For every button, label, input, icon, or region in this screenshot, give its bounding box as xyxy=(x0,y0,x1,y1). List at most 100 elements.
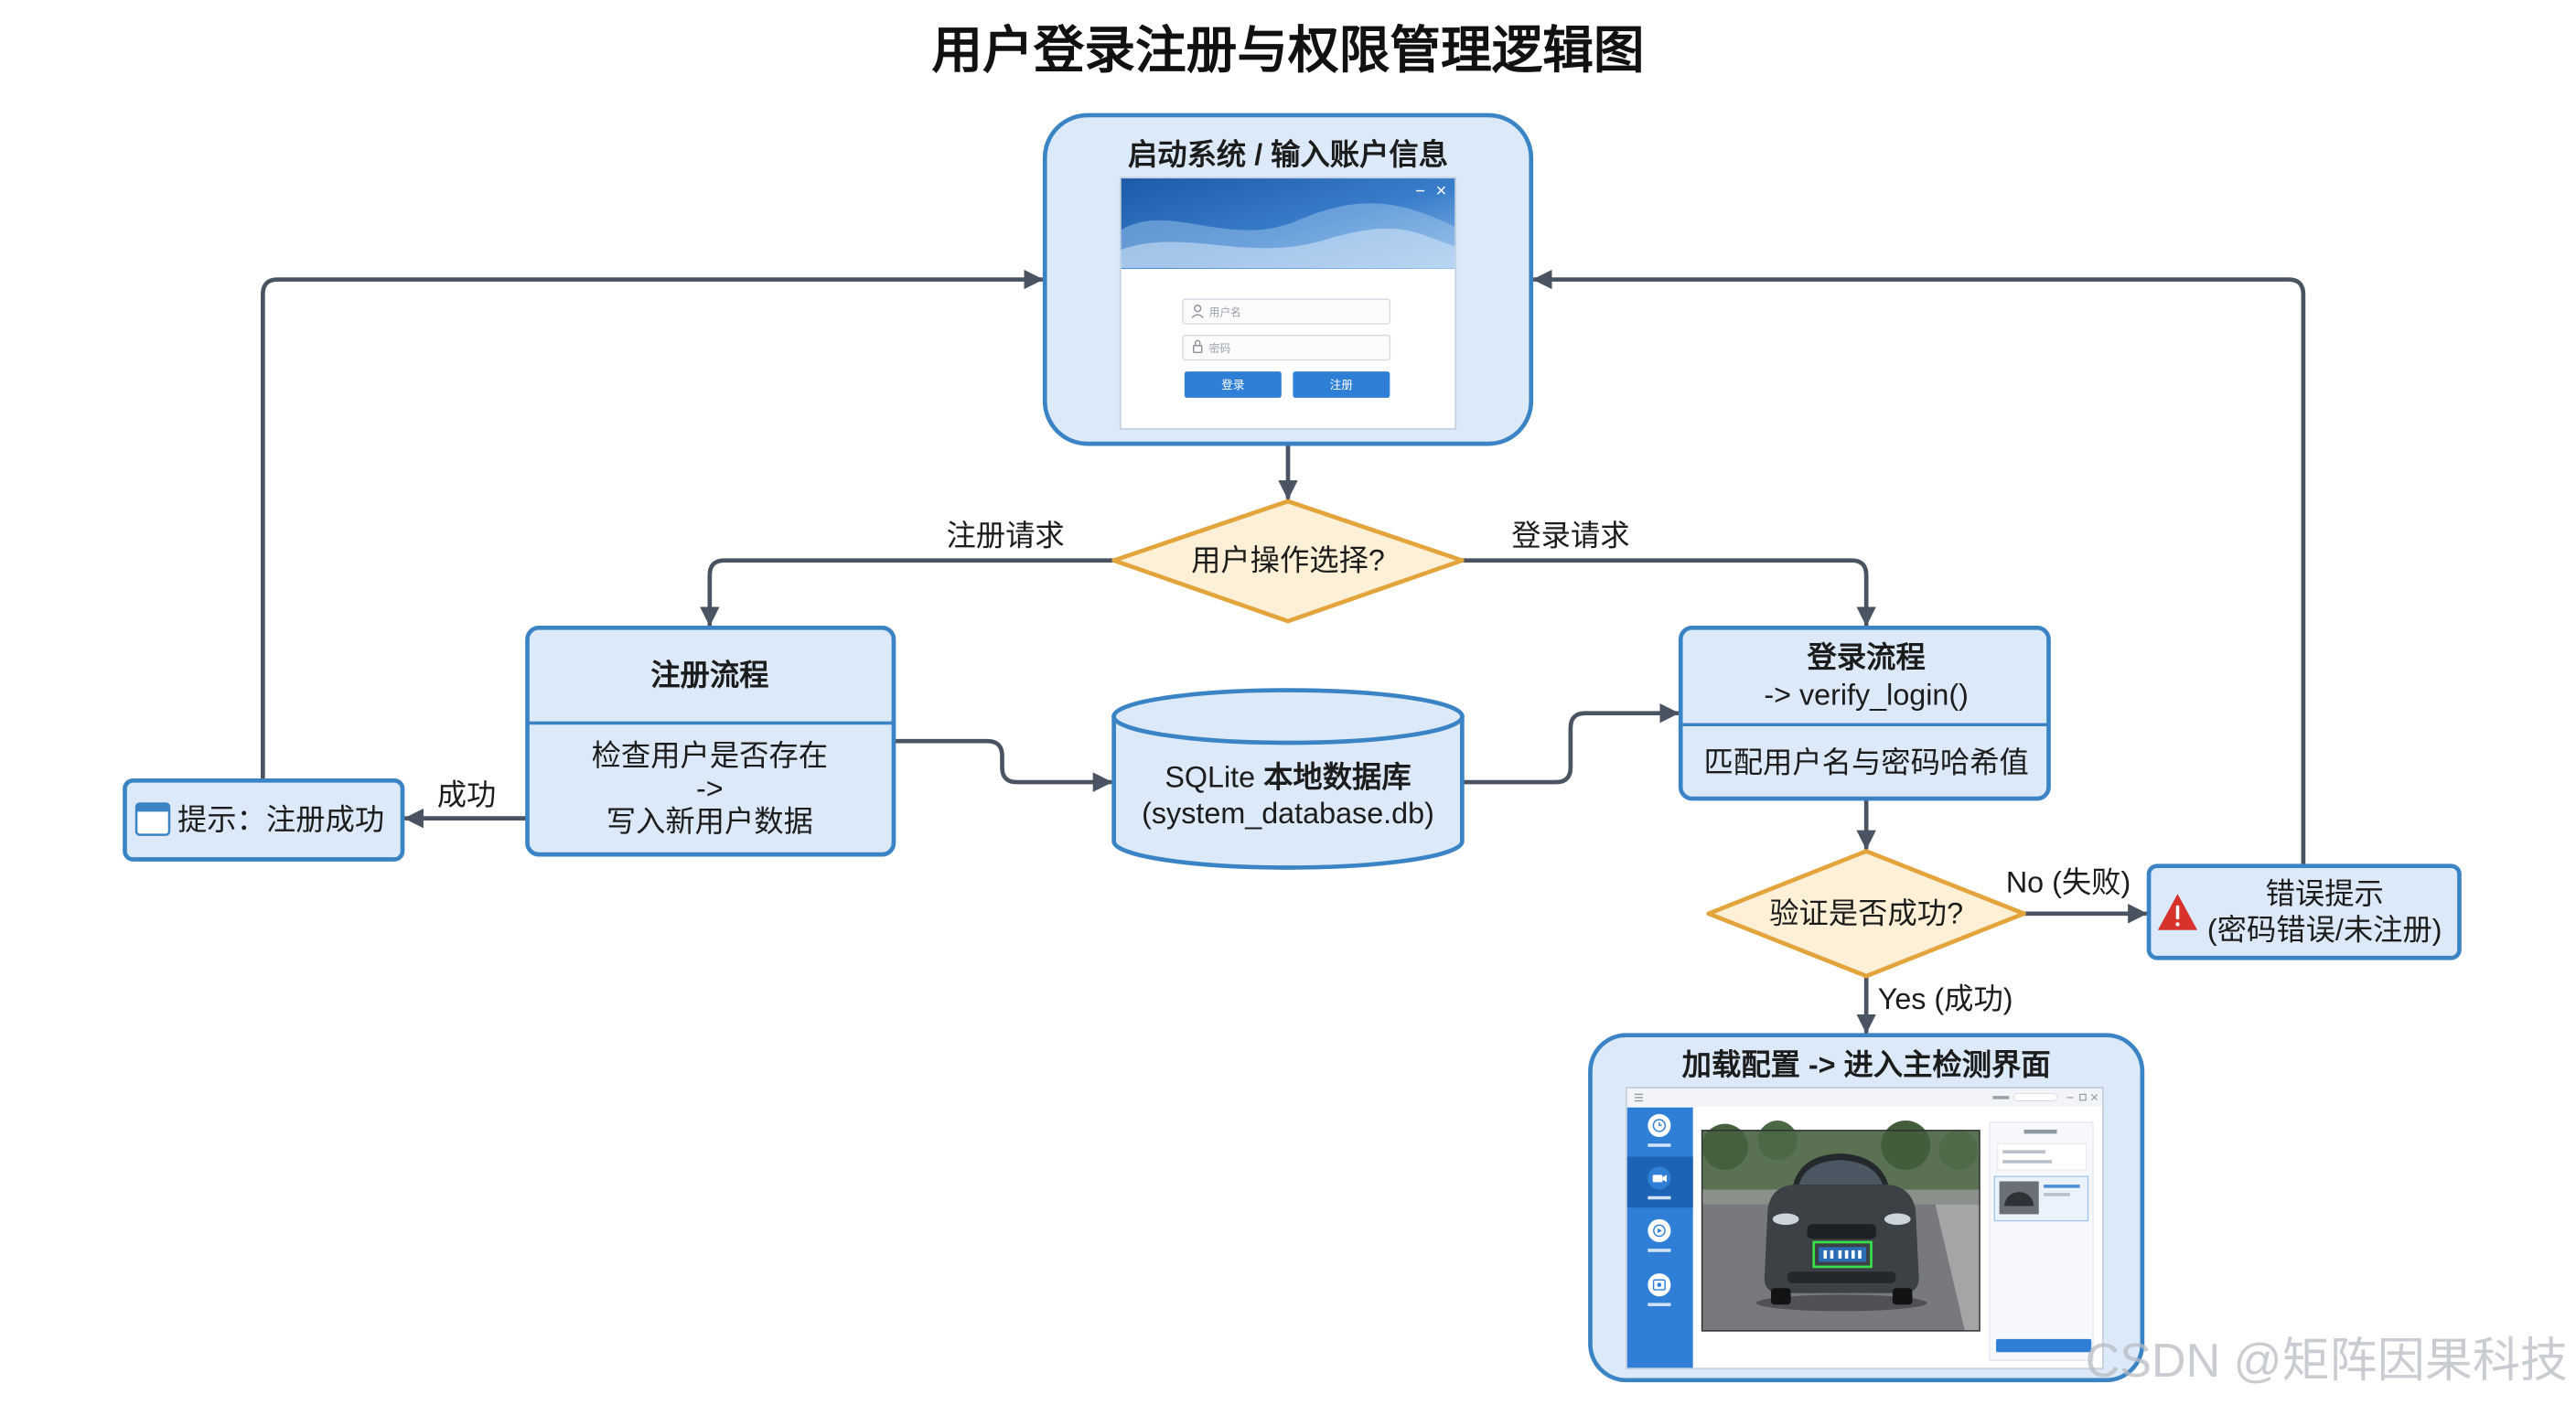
login-process-step: 匹配用户名与密码哈希值 xyxy=(1703,745,2028,778)
car-body xyxy=(1764,1185,1919,1293)
verify-decision-label: 验证是否成功? xyxy=(1769,897,1963,930)
register-process-frame xyxy=(525,625,896,857)
sidebar-item-label-4 xyxy=(1648,1303,1671,1306)
start-node: 启动系统 / 输入账户信息 用户名 密码 xyxy=(1042,113,1534,446)
edge-label-verify-passed: Yes (成功) xyxy=(1878,982,2013,1015)
diagram-title: 用户登录注册与权限管理逻辑图 xyxy=(931,22,1644,79)
results-info-card xyxy=(1997,1142,2088,1171)
tree-canopy-4 xyxy=(1938,1130,1979,1170)
photo-border xyxy=(1701,1130,1980,1332)
edge-choice-to-login xyxy=(1460,558,1876,627)
edge-label-verify-failed: No (失败) xyxy=(2006,865,2131,898)
results-panel xyxy=(1989,1121,2094,1361)
edge-register-to-database xyxy=(891,738,1113,792)
mockup-title-placeholder xyxy=(1992,1096,2010,1099)
register-button-label: 注册 xyxy=(1330,379,1354,391)
username-field xyxy=(1182,298,1391,325)
detection-ui-mockup xyxy=(1626,1087,2104,1370)
user-icon xyxy=(1191,305,1204,318)
register-tip-frame xyxy=(123,778,405,862)
register-tip-node: 提示：注册成功 xyxy=(123,778,405,862)
register-step-check: 检查用户是否存在 xyxy=(592,739,829,772)
car-grille xyxy=(1807,1224,1876,1239)
choice-decision-label: 用户操作选择? xyxy=(1191,543,1385,576)
edge-choice-to-register xyxy=(700,558,1116,627)
start-node-title: 启动系统 / 输入账户信息 xyxy=(1128,138,1448,171)
watermark: CSDN @矩阵因果科技 xyxy=(2086,1335,2568,1388)
sidebar-item-video-icon xyxy=(1648,1218,1671,1242)
login-process-frame xyxy=(1678,625,2051,801)
register-step-arrow: -> xyxy=(696,772,724,805)
edges xyxy=(261,269,2306,1035)
results-action-button xyxy=(1996,1338,2092,1353)
results-thumbnail-line-2 xyxy=(2044,1193,2070,1196)
login-window-mockup: 用户名 密码 登录 注册 xyxy=(1119,177,1457,430)
results-info-line-2 xyxy=(2002,1160,2053,1164)
photo-sidewalk xyxy=(1935,1204,1980,1331)
close-icon xyxy=(1436,186,1446,195)
choice-decision-node: 用户操作选择? xyxy=(1111,499,1465,624)
warning-icon xyxy=(2157,894,2198,930)
results-info-line-1 xyxy=(2002,1150,2045,1153)
mockup-close-icon xyxy=(2090,1093,2098,1101)
plate-detection-box xyxy=(1812,1240,1873,1269)
mockup-menu-icon xyxy=(1634,1093,1643,1102)
results-panel-heading xyxy=(2023,1129,2057,1134)
database-cylinder-body xyxy=(1111,713,1465,870)
password-field xyxy=(1182,334,1391,361)
tree-canopy-1 xyxy=(1701,1123,1748,1170)
vehicle-photo xyxy=(1701,1121,1980,1332)
error-node-frame xyxy=(2146,863,2462,960)
register-button xyxy=(1293,371,1390,398)
login-process-title: 登录流程 xyxy=(1807,640,1926,673)
edge-label-login-request: 登录请求 xyxy=(1511,519,1629,552)
error-detail: (密码错误/未注册) xyxy=(2207,914,2442,947)
database-engine: SQLite xyxy=(1165,760,1255,793)
mockup-maximize-icon xyxy=(2079,1093,2087,1101)
verify-decision-node: 验证是否成功? xyxy=(1706,849,2026,979)
edge-database-to-login xyxy=(1460,702,1680,785)
edge-label-register-success: 成功 xyxy=(437,778,497,811)
license-plate-characters xyxy=(1823,1249,1862,1259)
car-wheel-left xyxy=(1771,1288,1791,1305)
results-thumbnail-car xyxy=(2004,1192,2034,1207)
database-name: 本地数据库 xyxy=(1263,760,1411,793)
car-shadow xyxy=(1755,1294,1927,1312)
car-headlight-left xyxy=(1772,1213,1799,1226)
main-interface-title: 加载配置 -> 进入主检测界面 xyxy=(1682,1048,2051,1081)
car-windshield xyxy=(1798,1160,1884,1185)
sidebar-item-label-3 xyxy=(1648,1249,1671,1252)
register-process-title: 注册流程 xyxy=(650,659,768,692)
mockup-title-field xyxy=(2013,1092,2057,1101)
lock-icon xyxy=(1193,339,1203,354)
sidebar-item-label-2 xyxy=(1648,1196,1671,1200)
error-node: 错误提示 (密码错误/未注册) xyxy=(2146,863,2462,960)
login-process-call: -> verify_login() xyxy=(1764,679,1969,712)
register-process-node: 注册流程 检查用户是否存在 -> 写入新用户数据 xyxy=(525,625,896,857)
login-button xyxy=(1184,371,1282,398)
sidebar-item-image-icon xyxy=(1648,1273,1671,1297)
car-headlight-right xyxy=(1884,1213,1911,1226)
mockup-titlebar xyxy=(1626,1089,2102,1107)
database-file: (system_database.db) xyxy=(1142,797,1434,830)
edge-label-register-request: 注册请求 xyxy=(946,519,1064,552)
main-interface-node: 加载配置 -> 进入主检测界面 xyxy=(1588,1033,2145,1383)
login-process-node: 登录流程 -> verify_login() 匹配用户名与密码哈希值 xyxy=(1678,625,2051,801)
database-cylinder-top xyxy=(1111,688,1465,745)
window-icon xyxy=(134,802,171,836)
register-tip-label: 提示：注册成功 xyxy=(177,803,384,836)
sidebar-item-label-1 xyxy=(1648,1143,1671,1147)
verify-decision-shape xyxy=(1706,849,2026,979)
username-placeholder: 用户名 xyxy=(1209,306,1241,319)
edge-tip-to-start xyxy=(261,269,1044,783)
car-bumper xyxy=(1787,1271,1896,1283)
tree-canopy-3 xyxy=(1881,1121,1931,1170)
results-thumbnail-line-1 xyxy=(2044,1185,2080,1188)
login-header-wave-2 xyxy=(1120,228,1456,268)
sidebar-item-camera-icon xyxy=(1648,1166,1671,1190)
choice-decision-shape xyxy=(1111,499,1465,624)
car-wheel-right xyxy=(1892,1288,1913,1305)
